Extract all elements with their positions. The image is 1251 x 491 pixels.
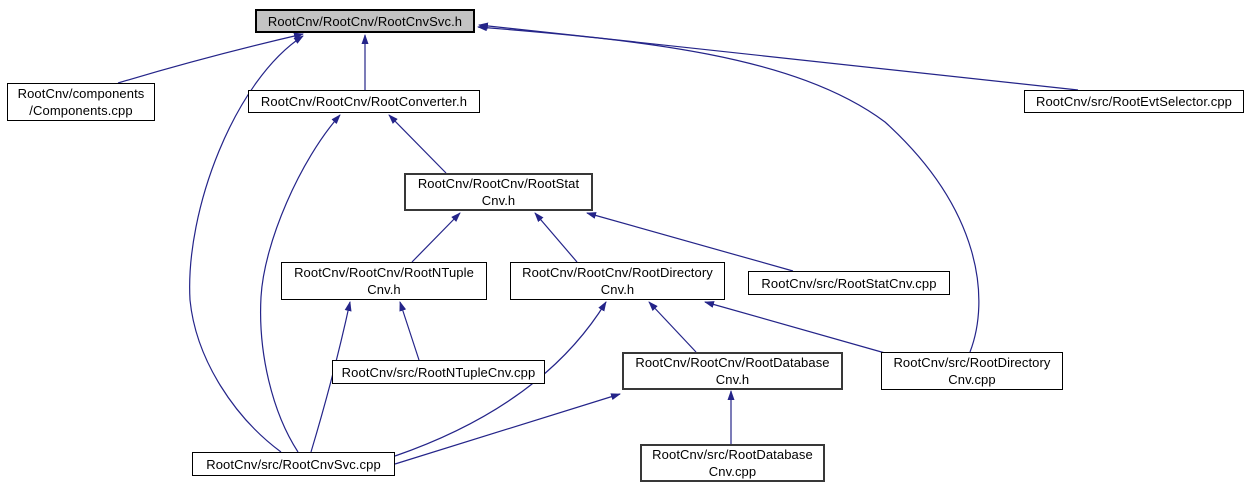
graph-node-label: RootCnv/RootCnv/RootNTuple	[294, 265, 474, 280]
graph-node-label: RootCnv/components	[17, 86, 145, 101]
graph-node-label: Cnv.h	[481, 193, 516, 208]
edge-rootntuplecnv-cpp-to-rootntuplecnv-h	[399, 301, 420, 361]
edge-rootdirectorycnv-h-to-rootstatcnv-h	[534, 212, 578, 263]
graph-node-label: RootCnv/src/RootDirectory	[893, 355, 1051, 370]
graph-node-label: RootCnv/RootCnv/RootCnvSvc.h	[267, 13, 463, 29]
edge-rootstatcnv-h-to-rootconverter-h	[388, 114, 447, 174]
graph-node-label: RootCnv/RootCnv/RootConverter.h	[260, 94, 468, 109]
edge-rootcnvsvc-cpp-to-rootconverter-h	[260, 114, 341, 453]
graph-node-label: RootCnv/RootCnv/RootStat	[417, 176, 580, 191]
graph-node-label: RootCnv/src/RootNTupleCnv.cpp	[341, 364, 536, 380]
edge-rootdirectorycnv-cpp-to-rootcnvsvc-h	[477, 24, 980, 353]
graph-node-label: RootCnv/src/RootStatCnv.cpp	[761, 275, 937, 291]
graph-node-label: RootCnv/RootCnv/RootDirectory	[522, 265, 713, 280]
graph-node-label: RootCnv/src/RootEvtSelector.cpp	[1035, 94, 1233, 109]
graph-node-components-cpp[interactable]: RootCnv/components/Components.cpp	[7, 83, 155, 121]
graph-node-label: Cnv.h	[367, 282, 401, 297]
edge-rootntuplecnv-h-to-rootstatcnv-h	[411, 212, 461, 263]
graph-node-label: RootCnv/src/RootDatabase	[652, 447, 813, 462]
graph-node-rootcnvsvc-cpp[interactable]: RootCnv/src/RootCnvSvc.cpp	[192, 452, 395, 476]
graph-node-rootcnvsvc-h[interactable]: RootCnv/RootCnv/RootCnvSvc.h	[255, 9, 475, 33]
graph-node-rootevtselector-cpp[interactable]: RootCnv/src/RootEvtSelector.cpp	[1024, 90, 1244, 113]
graph-node-rootstatcnv-cpp[interactable]: RootCnv/src/RootStatCnv.cpp	[748, 271, 950, 295]
edge-rootdatabasecnv-h-to-rootdirectorycnv-h	[648, 301, 697, 353]
edge-rootdirectorycnv-cpp-to-rootdirectorycnv-h	[704, 301, 886, 354]
graph-node-label: /Components.cpp	[29, 103, 133, 118]
graph-node-rootntuplecnv-cpp[interactable]: RootCnv/src/RootNTupleCnv.cpp	[332, 360, 545, 384]
edge-rootcnvsvc-cpp-to-rootntuplecnv-h	[310, 301, 352, 453]
edge-rootcnvsvc-cpp-to-rootdirectorycnv-h	[394, 301, 607, 457]
edge-components-cpp-to-rootcnvsvc-h	[117, 32, 304, 84]
graph-node-label: Cnv.cpp	[948, 372, 996, 387]
graph-node-label: Cnv.cpp	[708, 464, 757, 479]
graph-node-rootconverter-h[interactable]: RootCnv/RootCnv/RootConverter.h	[248, 90, 480, 113]
edge-rootcnvsvc-cpp-to-rootdatabasecnv-h	[394, 393, 621, 465]
graph-node-label: RootCnv/RootCnv/RootDatabase	[635, 355, 830, 370]
graph-node-label: Cnv.h	[600, 282, 635, 297]
edge-rootstatcnv-cpp-to-rootstatcnv-h	[586, 212, 794, 272]
graph-node-label: Cnv.h	[715, 372, 750, 387]
edge-rootcnvsvc-cpp-to-rootcnvsvc-h	[189, 35, 304, 453]
graph-node-label: RootCnv/src/RootCnvSvc.cpp	[206, 456, 381, 472]
